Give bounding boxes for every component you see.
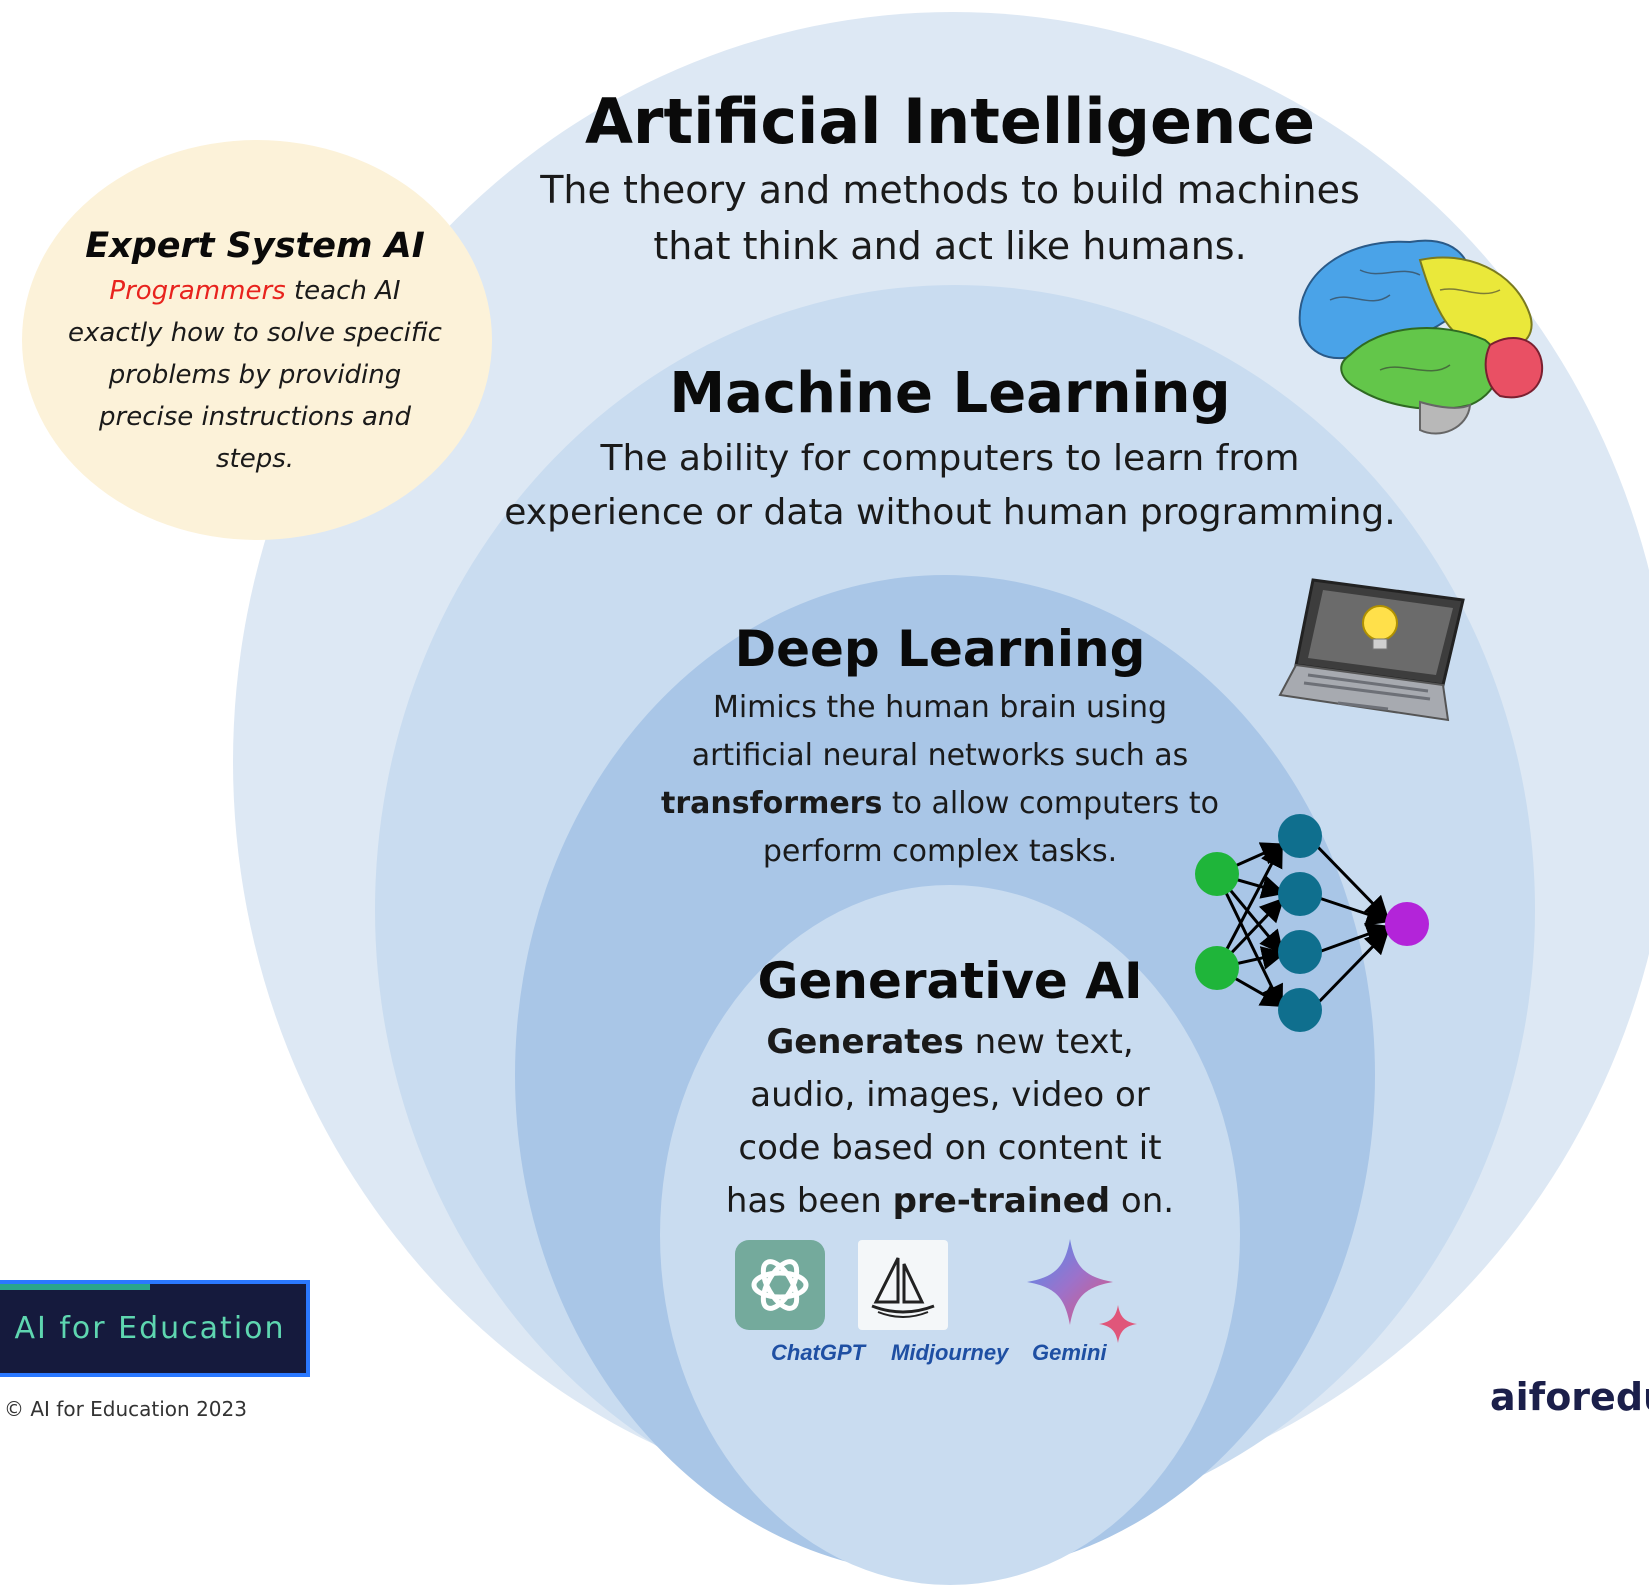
expert-system-circle — [22, 140, 492, 540]
gen-desc-line-4: has been pre-trained on. — [690, 1175, 1210, 1228]
expert-desc-line-3: problems by providing — [108, 360, 402, 390]
dl-desc-line-1: Mimics the human brain using — [712, 690, 1168, 725]
ai-section: Artificial Intelligence The theory and m… — [440, 82, 1460, 274]
gen-desc-bold-2: pre-trained — [892, 1181, 1111, 1221]
gen-desc-line-4-end: on. — [1110, 1181, 1175, 1221]
dl-section: Deep Learning Mimics the human brain usi… — [600, 614, 1280, 876]
ai-desc-line-1: The theory and methods to build machines — [540, 168, 1360, 212]
ml-title: Machine Learning — [669, 361, 1231, 426]
expert-desc-line-1: Programmers teach AI — [40, 270, 470, 312]
ml-desc-line-2: experience or data without human program… — [504, 492, 1396, 533]
chatgpt-logo-icon — [735, 1240, 825, 1330]
gen-desc-line-3: code based on content it — [738, 1128, 1162, 1168]
gemini-logo-icon — [1027, 1239, 1137, 1343]
gen-section: Generative AI Generates new text, audio,… — [690, 946, 1210, 1228]
copyright-text: © AI for Education 2023 — [4, 1397, 247, 1421]
gen-desc-line-1-rest: new text, — [963, 1022, 1134, 1062]
ml-desc-line-1: The ability for computers to learn from — [600, 438, 1300, 479]
dl-title: Deep Learning — [734, 620, 1146, 678]
expert-system-title: Expert System AI — [85, 226, 425, 266]
expert-desc-line-1-rest: teach AI — [285, 276, 401, 306]
gen-desc-line-1: Generates new text, — [690, 1016, 1210, 1069]
dl-desc-line-3: transformers to allow computers to — [600, 780, 1280, 828]
chatgpt-label: ChatGPT — [771, 1340, 866, 1365]
dl-desc-line-2: artificial neural networks such as — [691, 738, 1189, 773]
website-text: aiforedu — [1490, 1375, 1649, 1419]
brand-logo-box: AI for Education — [0, 1280, 310, 1377]
expert-desc-line-4: precise instructions and — [99, 402, 411, 432]
midjourney-logo-icon — [858, 1240, 948, 1330]
brand-name: AI for Education — [14, 1311, 286, 1346]
laptop-lightbulb-icon — [1278, 578, 1465, 722]
dl-desc-line-3-rest: to allow computers to — [882, 786, 1219, 821]
dl-desc-bold: transformers — [661, 786, 883, 821]
expert-system-section: Expert System AI Programmers teach AI ex… — [40, 222, 470, 480]
expert-desc-line-2: exactly how to solve specific — [68, 318, 442, 348]
gen-desc-line-2: audio, images, video or — [750, 1075, 1150, 1115]
neural-network-icon — [1195, 814, 1429, 1032]
brain-icon — [1298, 239, 1544, 435]
ai-title: Artificial Intelligence — [584, 85, 1316, 158]
gen-desc-line-4-start: has been — [725, 1181, 893, 1221]
ml-section: Machine Learning The ability for compute… — [440, 356, 1460, 540]
brand-stripe — [0, 1284, 150, 1290]
midjourney-label: Midjourney — [891, 1340, 1009, 1365]
dl-desc-line-4: perform complex tasks. — [762, 834, 1118, 869]
gen-title: Generative AI — [757, 952, 1143, 1010]
gemini-label: Gemini — [1032, 1340, 1107, 1365]
ai-desc-line-2: that think and act like humans. — [653, 224, 1247, 268]
expert-desc-line-5: steps. — [215, 444, 295, 474]
gen-desc-bold-1: Generates — [766, 1022, 964, 1062]
expert-desc-highlight: Programmers — [109, 276, 286, 306]
